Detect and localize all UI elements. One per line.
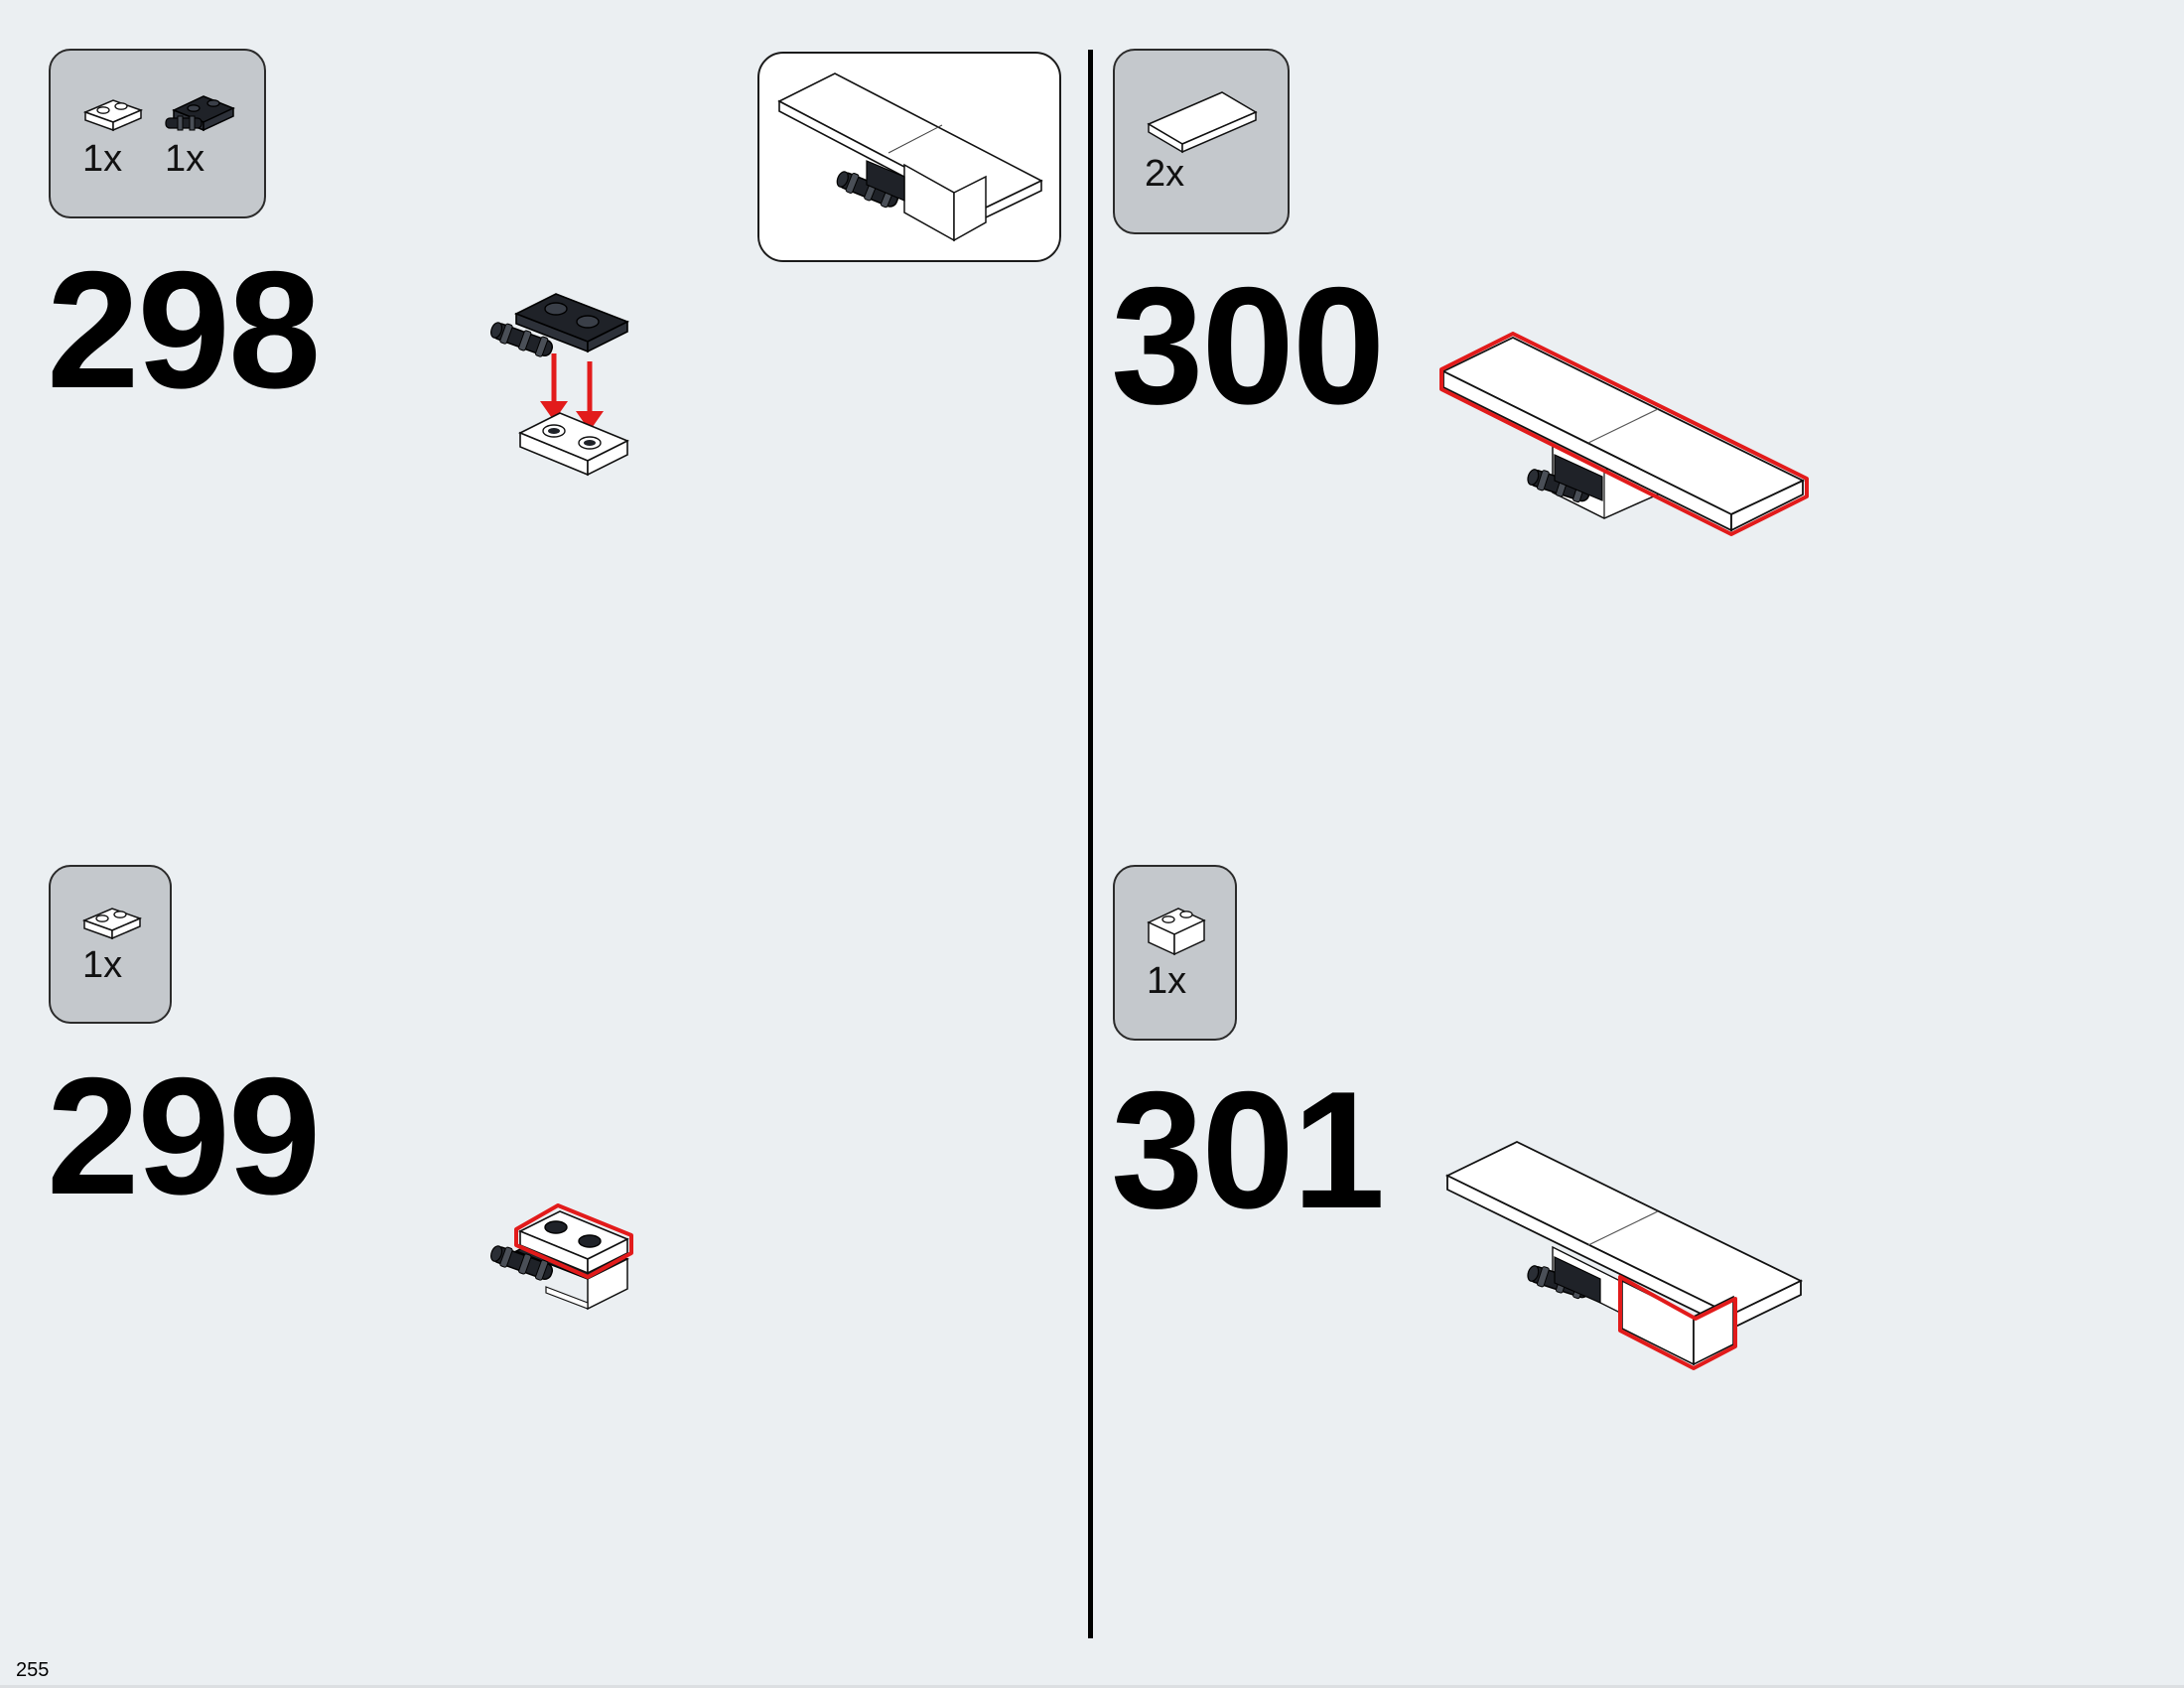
new-part-highlight	[1618, 1275, 1737, 1370]
column-divider	[1088, 50, 1093, 1638]
plate-1x2-white-icon	[82, 99, 144, 132]
step-299-assembly-illustration	[487, 1203, 633, 1311]
tile-2x4-white-icon	[1147, 91, 1258, 154]
brick-1x2-white-icon	[1147, 908, 1206, 956]
step-number-301: 301	[1111, 1056, 1385, 1243]
parts-list-step-301: 1x	[1113, 865, 1237, 1041]
part-qty: 1x	[82, 138, 123, 180]
new-part-highlight	[514, 1203, 633, 1279]
parts-list-step-299: 1x	[49, 865, 172, 1024]
step-number-298: 298	[47, 236, 321, 423]
sub-assembly-callout-illustration	[777, 72, 1043, 242]
part-qty: 1x	[1147, 960, 1187, 1002]
plate-1x2-white-icon	[81, 908, 143, 940]
plate-1x2-clips-black-icon	[165, 95, 235, 132]
step-number-299: 299	[47, 1043, 321, 1229]
step-301-assembly-illustration	[1444, 1140, 1804, 1370]
parts-list-step-300: 2x	[1113, 49, 1290, 234]
step-300-assembly-illustration	[1439, 332, 1809, 536]
arrow-head	[540, 401, 568, 421]
step-number-300: 300	[1111, 252, 1385, 439]
new-part-highlight	[1439, 332, 1809, 536]
sub-assembly-callout	[757, 52, 1061, 262]
part-qty: 2x	[1145, 153, 1185, 195]
step-298-assembly-illustration	[487, 293, 629, 477]
page-number: 255	[16, 1659, 50, 1681]
parts-list-step-298: 1x 1x	[49, 49, 266, 218]
arrow-head	[576, 411, 604, 431]
footer-rule	[0, 1685, 2184, 1688]
part-qty: 1x	[165, 138, 205, 180]
part-qty: 1x	[82, 944, 123, 986]
